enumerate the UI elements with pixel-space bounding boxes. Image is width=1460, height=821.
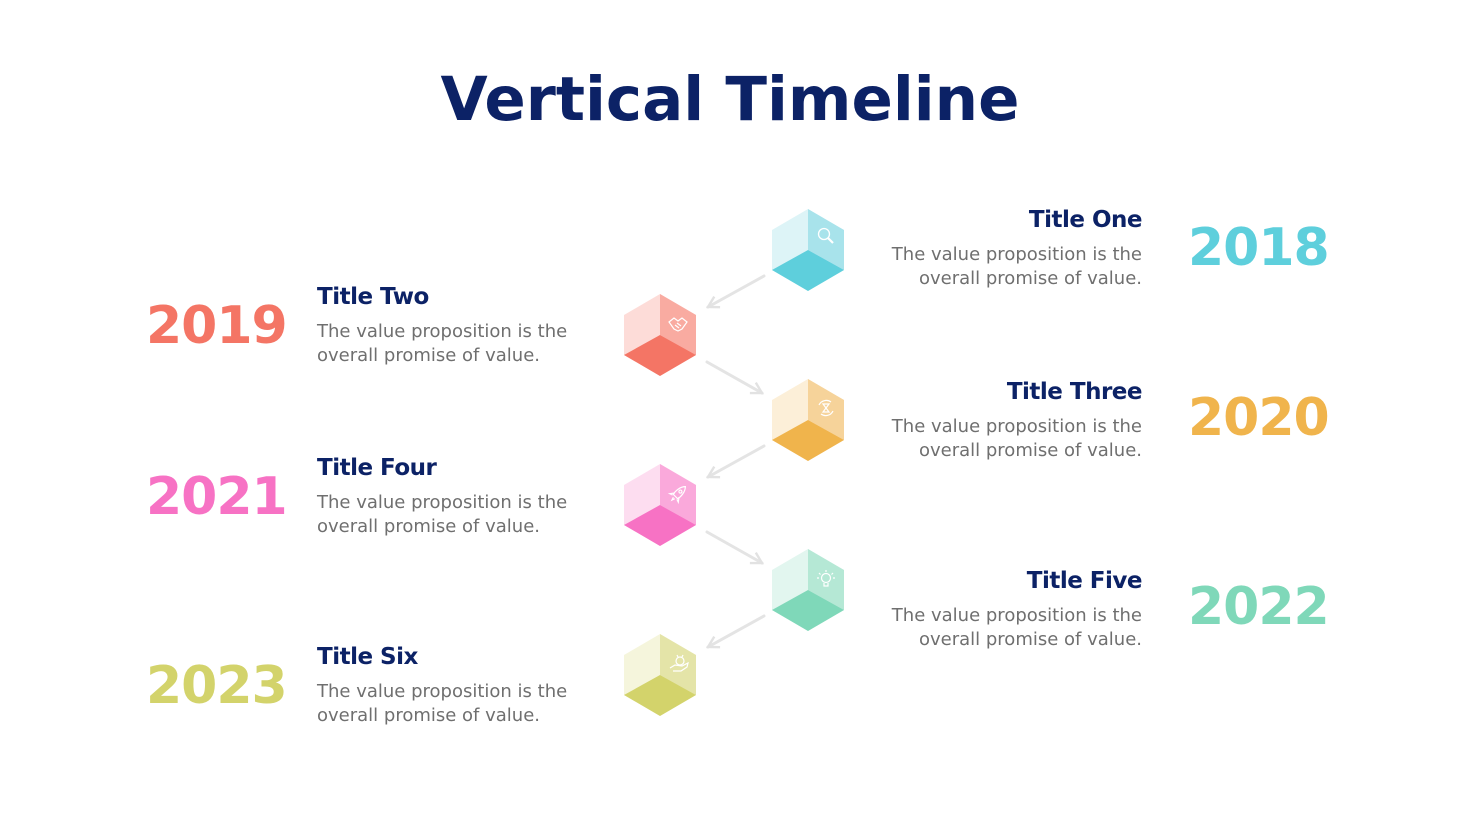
year-2022: 2022	[1188, 577, 1330, 637]
description-line-1: The value proposition is the	[317, 321, 568, 342]
rocket-icon	[667, 486, 686, 505]
timeline-item-2019: Title Two The value proposition is the o…	[317, 283, 597, 368]
item-title: Title One	[1028, 207, 1143, 233]
item-description: The value proposition is the overall pro…	[880, 415, 1142, 463]
description-line-1: The value proposition is the	[317, 492, 568, 513]
year-2019: 2019	[146, 296, 288, 356]
search-icon	[817, 227, 834, 244]
arrow-3-to-4	[705, 444, 766, 479]
lightbulb-icon	[817, 570, 835, 587]
page-title: Vertical Timeline	[440, 64, 1020, 135]
description-line-2: overall promise of value.	[317, 516, 541, 537]
item-description: The value proposition is the overall pro…	[880, 243, 1142, 291]
cube-2019	[624, 294, 696, 376]
arrow-1-to-2	[705, 274, 766, 309]
arrow-2-to-3	[705, 360, 765, 395]
hourglass-cycle-icon	[818, 399, 834, 417]
description-line-1: The value proposition is the	[317, 681, 568, 702]
item-title: Title Three	[1006, 379, 1143, 405]
handshake-icon	[668, 317, 688, 332]
timeline-item-2020: Title Three The value proposition is the…	[880, 378, 1143, 463]
item-description: The value proposition is the overall pro…	[317, 680, 597, 728]
cube-2020	[772, 379, 844, 461]
description-line-2: overall promise of value.	[317, 705, 541, 726]
timeline-item-2023: Title Six The value proposition is the o…	[317, 643, 597, 728]
cube-2021	[624, 464, 696, 546]
description-line-1: The value proposition is the	[891, 605, 1142, 626]
year-2020: 2020	[1188, 388, 1330, 448]
connector-arrows	[705, 274, 766, 649]
item-title: Title Six	[317, 644, 418, 670]
item-description: The value proposition is the overall pro…	[317, 491, 597, 539]
timeline-item-2018: Title One The value proposition is the o…	[880, 206, 1143, 291]
cube-2018	[772, 209, 844, 291]
money-hand-icon	[669, 654, 689, 672]
item-title: Title Five	[1026, 568, 1143, 594]
description-line-2: overall promise of value.	[918, 268, 1142, 289]
year-2021: 2021	[146, 467, 288, 527]
year-2023: 2023	[146, 656, 288, 716]
year-2018: 2018	[1188, 218, 1330, 278]
item-title: Title Four	[317, 455, 437, 481]
description-line-1: The value proposition is the	[891, 416, 1142, 437]
item-title: Title Two	[317, 284, 429, 310]
cube-2022	[772, 549, 844, 631]
item-description: The value proposition is the overall pro…	[317, 320, 597, 368]
arrow-5-to-6	[705, 614, 766, 649]
item-description: The value proposition is the overall pro…	[880, 604, 1142, 652]
arrow-4-to-5	[705, 530, 765, 565]
description-line-1: The value proposition is the	[891, 244, 1142, 265]
timeline-item-2022: Title Five The value proposition is the …	[880, 567, 1143, 652]
cube-2023	[624, 634, 696, 716]
description-line-2: overall promise of value.	[918, 440, 1142, 461]
description-line-2: overall promise of value.	[317, 345, 541, 366]
description-line-2: overall promise of value.	[918, 629, 1142, 650]
timeline-item-2021: Title Four The value proposition is the …	[317, 454, 597, 539]
